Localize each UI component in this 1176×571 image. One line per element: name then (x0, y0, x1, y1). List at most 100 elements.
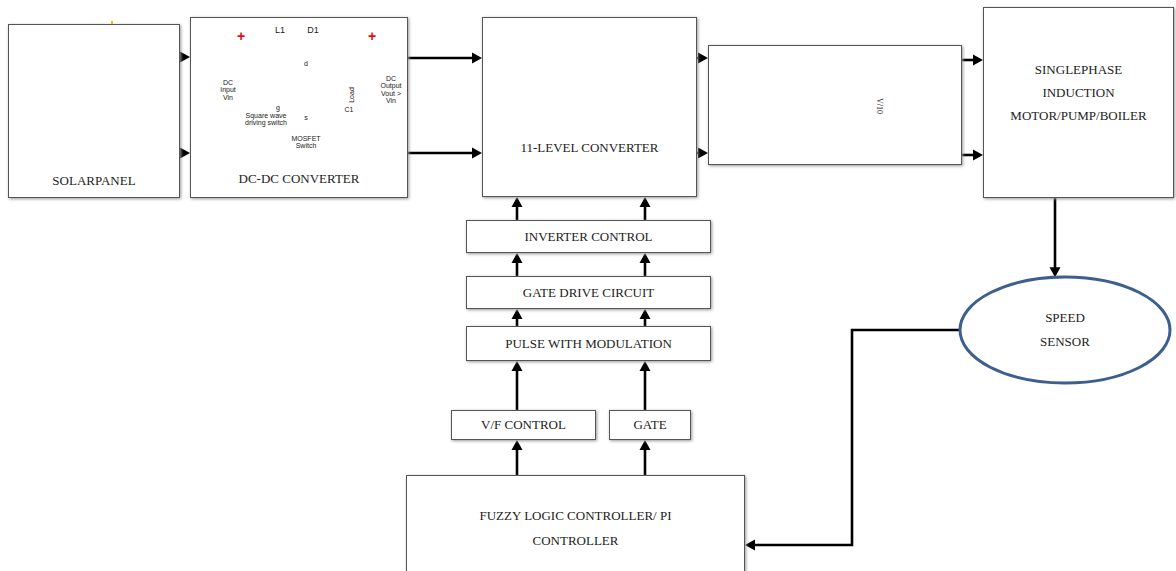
signal-arrow (640, 440, 651, 475)
arrow-head (512, 440, 523, 450)
block-box: GATE DRIVE CIRCUIT (466, 276, 711, 309)
arrow-head (180, 52, 190, 63)
arrow-head (973, 55, 983, 66)
schematic-label: g (276, 104, 280, 111)
arrow-head (472, 53, 482, 64)
text-wrap: DC-DC CONVERTER (191, 171, 407, 187)
schematic-label: Load (348, 87, 355, 103)
arrow-head (698, 148, 708, 159)
signal-arrow (408, 53, 482, 64)
block-label: GATE (633, 417, 666, 433)
block-box: DC-DC CONVERTER (190, 17, 408, 198)
block-box: 11-LEVEL CONVERTER (482, 17, 697, 197)
arrow-head (640, 440, 651, 450)
arrow-line (1054, 198, 1057, 268)
block-box: SOLARPANEL (8, 24, 180, 198)
arrow-line (516, 370, 519, 410)
arrow-head (472, 148, 482, 159)
schematic-label: + (368, 29, 376, 44)
text-wrap: GATE (610, 417, 690, 433)
arrow-head (698, 53, 708, 64)
arrow-line (516, 206, 519, 220)
schematic-label: DC Output Vout > Vin (376, 75, 406, 104)
arrow-line (754, 330, 959, 545)
text-wrap: FUZZY LOGIC CONTROLLER/ PI CONTROLLER (407, 503, 744, 553)
arrow-head (640, 253, 651, 263)
block-label: DC-DC CONVERTER (239, 171, 360, 187)
signal-arrow (408, 148, 482, 159)
arrow-head (640, 361, 651, 371)
signal-arrow (962, 55, 983, 66)
arrow-line (644, 318, 647, 326)
arrow-line (644, 449, 647, 475)
signal-arrow (745, 330, 959, 551)
block-box: INVERTER CONTROL (466, 220, 711, 253)
schematic-label: L1 (275, 26, 285, 35)
schematic-label: Square wave driving switch (238, 112, 294, 127)
block-label: GATE DRIVE CIRCUIT (523, 285, 654, 301)
text-wrap: 11-LEVEL CONVERTER (483, 140, 696, 156)
block-label: FUZZY LOGIC CONTROLLER/ PI CONTROLLER (476, 503, 676, 553)
arrow-line (408, 152, 473, 155)
sensor-ellipse: SPEED SENSOR (958, 275, 1172, 385)
block-label: SPEED SENSOR (1025, 306, 1105, 354)
signal-arrow (512, 253, 523, 276)
signal-arrow (512, 361, 523, 410)
signal-arrow (640, 309, 651, 326)
block-box: V/10 (708, 45, 962, 165)
schematic-label: MOSFET Switch (288, 135, 324, 150)
arrow-head (745, 540, 755, 551)
block-label: V/F CONTROL (481, 417, 566, 433)
text-wrap: INVERTER CONTROL (467, 229, 710, 245)
arrow-line (962, 59, 974, 62)
schematic-label: DC Input Vin (217, 79, 239, 101)
signal-arrow (512, 440, 523, 475)
block-box: PULSE WITH MODULATION (466, 326, 711, 361)
arrow-head (512, 197, 523, 207)
arrow-head (973, 150, 983, 161)
arrow-head (180, 148, 190, 159)
arrow-head (512, 253, 523, 263)
schematic-label: d (304, 60, 308, 67)
signal-arrow (640, 197, 651, 220)
arrow-line (516, 449, 519, 475)
signal-arrow (180, 148, 190, 159)
block-label: SOLARPANEL (52, 173, 135, 189)
block-label: PULSE WITH MODULATION (505, 336, 672, 352)
block-label: V/10 (875, 98, 884, 114)
block-box: GATE (609, 410, 691, 440)
text-wrap: V/F CONTROL (452, 417, 595, 433)
schematic-label: C1 (345, 106, 354, 113)
arrow-line (516, 262, 519, 276)
arrow-line (408, 57, 473, 60)
arrow-line (644, 206, 647, 220)
block-label: 11-LEVEL CONVERTER (521, 140, 659, 156)
arrow-line (516, 318, 519, 326)
ellipse-outline (958, 275, 1172, 385)
signal-arrow (962, 150, 983, 161)
text-wrap: GATE DRIVE CIRCUIT (467, 285, 710, 301)
signal-arrow (512, 197, 523, 220)
text-wrap: SINGLEPHASE INDUCTION MOTOR/PUMP/BOILER (984, 58, 1173, 127)
text-wrap: PULSE WITH MODULATION (467, 336, 710, 352)
block-box: FUZZY LOGIC CONTROLLER/ PI CONTROLLER (406, 475, 745, 571)
arrow-head (512, 309, 523, 319)
schematic-label: s (304, 114, 308, 121)
signal-arrow (180, 52, 190, 63)
arrow-line (644, 370, 647, 410)
signal-arrow (697, 53, 708, 64)
text-wrap: V/10 (873, 98, 889, 114)
arrow-line (644, 262, 647, 276)
signal-arrow (640, 361, 651, 410)
arrow-head (640, 309, 651, 319)
block-box: SINGLEPHASE INDUCTION MOTOR/PUMP/BOILER (983, 7, 1174, 198)
block-box: V/F CONTROL (451, 410, 596, 440)
signal-arrow (697, 148, 708, 159)
arrow-line (962, 154, 974, 157)
signal-arrow (512, 309, 523, 326)
block-label: INVERTER CONTROL (524, 229, 652, 245)
text-wrap: SPEED SENSOR (958, 306, 1172, 354)
schematic-label: D1 (307, 26, 319, 35)
signal-arrow (1050, 198, 1061, 277)
